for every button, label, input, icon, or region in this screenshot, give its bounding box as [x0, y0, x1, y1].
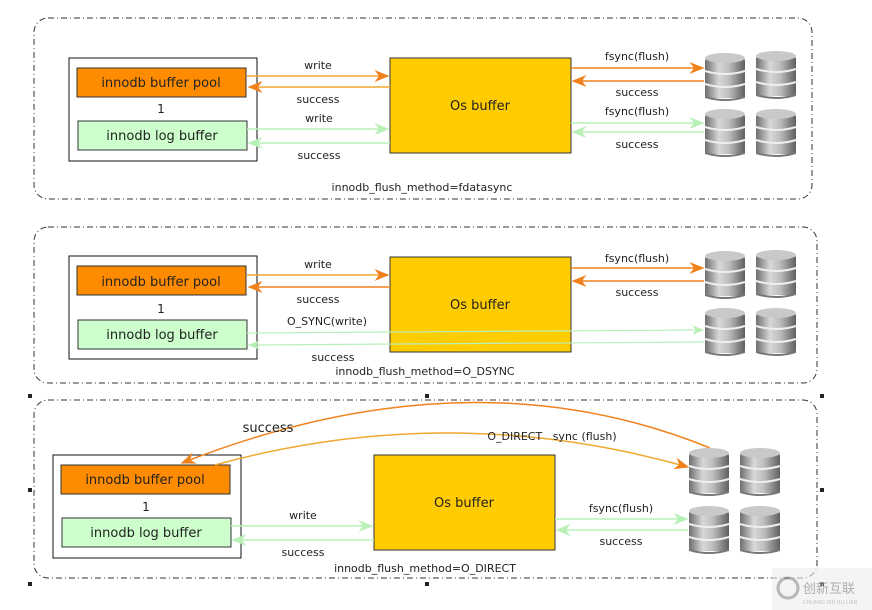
o-direct-success-arrow	[180, 401, 711, 464]
log-success-label: success	[297, 149, 340, 162]
log-buffer-box	[61, 517, 232, 548]
panel-o-direct: innodb buffer pool 1 innodb log buffer O…	[28, 394, 824, 586]
pool-success-label: success	[296, 93, 339, 106]
watermark-subtext: CHUANG XIN HU LIAN	[803, 600, 857, 606]
database-icon	[704, 108, 746, 158]
log-buffer-box	[77, 120, 248, 151]
database-icon	[755, 249, 797, 299]
log-buffer-label: innodb log buffer	[106, 129, 218, 144]
os-buffer-box	[373, 454, 556, 551]
disk-bottom-write-label: fsync(flush)	[589, 502, 653, 515]
log-write-label: write	[289, 509, 317, 522]
panel-border	[33, 17, 813, 200]
database-icon	[755, 50, 797, 100]
separator-label: 1	[157, 302, 165, 316]
database-icon	[704, 250, 746, 300]
database-icon	[704, 52, 746, 102]
log-success-arrow	[247, 340, 705, 350]
database-icon	[739, 505, 781, 555]
disk-bottom-success-label: success	[615, 138, 658, 151]
log-success-label: success	[281, 546, 324, 559]
log-write-label: O_SYNC(write)	[287, 315, 367, 328]
disk-bottom-success-label: success	[599, 535, 642, 548]
log-osync-write-arrow	[246, 325, 705, 335]
panel-fdatasync: innodb buffer pool 1 innodb log buffer O…	[33, 17, 813, 200]
log-buffer-label: innodb log buffer	[90, 526, 202, 541]
panel-border	[33, 399, 818, 579]
pool-success-label: success	[296, 293, 339, 306]
os-buffer-label: Os buffer	[450, 99, 511, 114]
method-label: innodb_flush_method=O_DSYNC	[335, 365, 515, 378]
log-buffer-box	[77, 319, 248, 350]
buffer-pool-label: innodb buffer pool	[101, 76, 220, 91]
o-direct-success-label: success	[243, 421, 294, 436]
buffer-pool-label: innodb buffer pool	[101, 275, 220, 290]
os-buffer-label: Os buffer	[434, 496, 495, 511]
panel-border	[33, 226, 818, 384]
pool-write-label: write	[304, 258, 332, 271]
buffer-pool-box	[76, 265, 247, 296]
panel-o-dsync: innodb buffer pool 1 innodb log buffer O…	[33, 226, 818, 384]
log-success-label: success	[311, 351, 354, 364]
log-buffer-label: innodb log buffer	[106, 328, 218, 343]
os-buffer-box	[389, 57, 572, 154]
watermark: 创新互联 CHUANG XIN HU LIAN	[772, 568, 872, 610]
database-icon	[688, 447, 730, 497]
log-write-label: write	[305, 112, 333, 125]
database-icon	[739, 447, 781, 497]
pool-write-label: write	[304, 59, 332, 72]
o-direct-write-arrow	[214, 432, 690, 470]
separator-label: 1	[142, 500, 150, 514]
buffer-pool-box	[76, 67, 247, 98]
watermark-logo-icon	[776, 576, 800, 600]
separator-label: 1	[157, 102, 165, 116]
watermark-text: 创新互联	[803, 581, 855, 597]
disk-top-success-label: success	[615, 286, 658, 299]
os-buffer-box	[389, 256, 572, 353]
database-icon	[755, 108, 797, 158]
disk-top-write-label: fsync(flush)	[605, 50, 669, 63]
database-icon	[755, 307, 797, 357]
method-label: innodb_flush_method=O_DIRECT	[334, 562, 516, 575]
disk-top-write-label: fsync(flush)	[605, 252, 669, 265]
disk-top-success-label: success	[615, 86, 658, 99]
database-icon	[688, 505, 730, 555]
os-buffer-label: Os buffer	[450, 298, 511, 313]
buffer-pool-box	[60, 464, 231, 495]
disk-bottom-write-label: fsync(flush)	[605, 105, 669, 118]
buffer-pool-label: innodb buffer pool	[85, 473, 204, 488]
method-label: innodb_flush_method=fdatasync	[332, 181, 513, 194]
database-icon	[704, 307, 746, 357]
o-direct-write-label: O_DIRECT sync (flush)	[487, 430, 616, 443]
